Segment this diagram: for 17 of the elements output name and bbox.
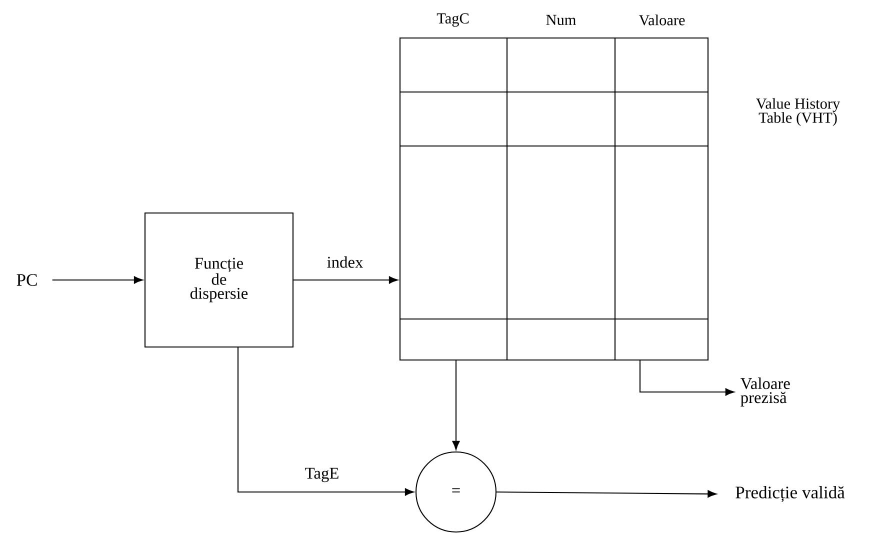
edge-label: TagE [304, 466, 340, 484]
process-box: Funcție de dispersie [144, 212, 294, 348]
table-caption: Value History Table (VHT) [756, 98, 840, 126]
arrow [496, 490, 717, 498]
column-header: Num [546, 14, 576, 26]
output-label: Predicție validă [736, 486, 845, 502]
arrow [237, 348, 414, 496]
column-header: Valoare [638, 14, 685, 26]
column-header: TagC [436, 13, 469, 27]
input-label: PC [16, 274, 37, 286]
arrow [452, 360, 460, 450]
arrow [639, 360, 734, 396]
table [399, 13, 709, 361]
arrow [294, 276, 398, 284]
arrow [52, 276, 143, 284]
edge-label: index [326, 255, 364, 269]
output-label: Valoare prezisă [740, 378, 790, 406]
